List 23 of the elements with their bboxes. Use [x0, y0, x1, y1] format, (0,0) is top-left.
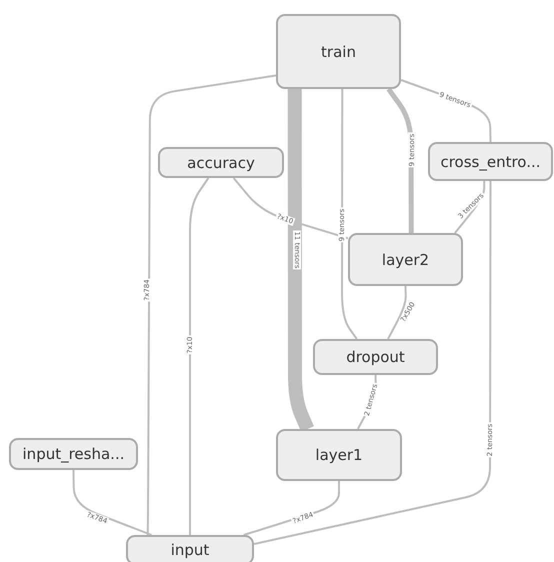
node-label: input — [170, 541, 210, 559]
graph-node-box — [158, 147, 284, 178]
node-label: accuracy — [187, 154, 255, 172]
node-label: input_resha... — [22, 445, 124, 463]
node-label: cross_entro... — [440, 152, 541, 170]
graph-node-box — [126, 535, 254, 562]
graph-node-box — [9, 438, 138, 470]
connector-line — [189, 177, 210, 535]
graph-node-box — [348, 233, 463, 286]
graph-node-box — [428, 142, 553, 181]
connector-line — [254, 181, 492, 545]
connector-line — [146, 74, 276, 536]
connector-line — [288, 89, 314, 432]
graph-node-box — [276, 429, 402, 481]
connector-line — [72, 470, 152, 536]
connector-line — [387, 286, 407, 340]
connector-line — [232, 177, 348, 240]
node-label: train — [321, 42, 356, 60]
node-label: dropout — [346, 348, 405, 366]
node-label: layer1 — [315, 446, 363, 464]
graph-node-box — [276, 14, 401, 89]
node-label: layer2 — [382, 250, 430, 268]
graph-node-box — [313, 339, 438, 375]
